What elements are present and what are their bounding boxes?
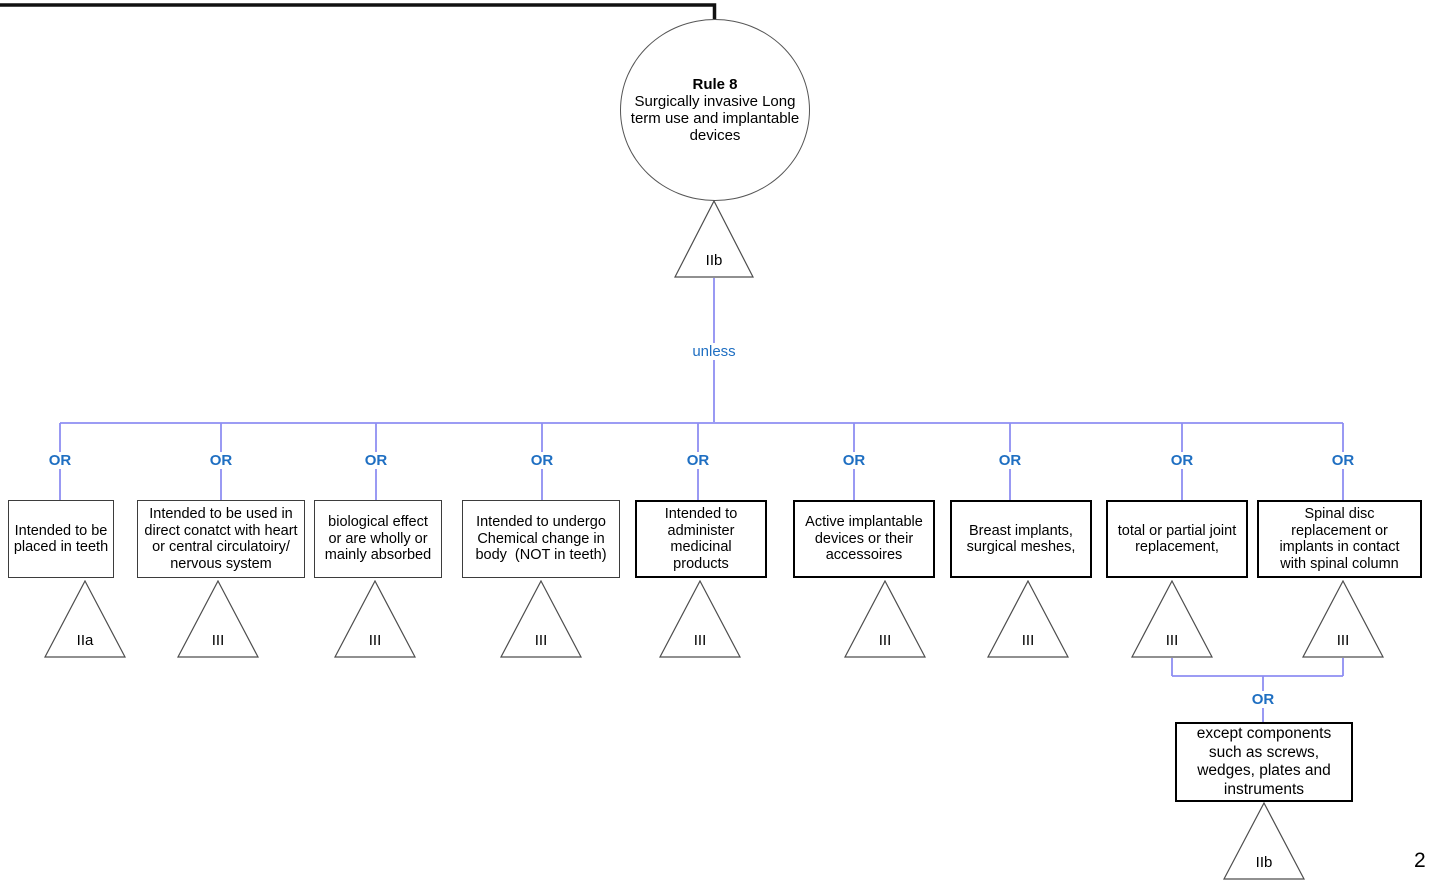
or-label-3: OR	[361, 452, 391, 469]
or-label-9: OR	[1328, 452, 1358, 469]
class-triangle-4: III	[500, 580, 582, 658]
branch-box-spinal-disc: Spinal disc replacement or implants in c…	[1257, 500, 1422, 578]
class-triangle-2: III	[177, 580, 259, 658]
rule-node: Rule 8 Surgically invasive Long term use…	[620, 19, 810, 201]
or-label-7: OR	[995, 452, 1025, 469]
class-label-7: III	[1021, 632, 1035, 649]
or-label-exception: OR	[1248, 691, 1278, 708]
class-triangle-8: III	[1131, 580, 1213, 658]
branch-box-placed-in-teeth: Intended to be placed in teeth	[8, 500, 114, 578]
or-label-6: OR	[839, 452, 869, 469]
page-number: 2	[1414, 849, 1426, 872]
rule-title: Rule 8	[692, 76, 738, 93]
branch-box-active-implantable: Active implantable devices or their acce…	[793, 500, 935, 578]
triangle-shape	[1302, 580, 1384, 658]
or-label-2: OR	[206, 452, 236, 469]
class-label-6: III	[878, 632, 892, 649]
branch-box-chemical-change: Intended to undergo Chemical change in b…	[462, 500, 620, 578]
triangle-shape	[987, 580, 1069, 658]
exception-class-label: IIb	[1255, 854, 1273, 871]
class-label-3: III	[368, 632, 382, 649]
class-triangle-3: III	[334, 580, 416, 658]
or-label-8: OR	[1167, 452, 1197, 469]
class-triangle-5: III	[659, 580, 741, 658]
or-label-4: OR	[527, 452, 557, 469]
triangle-shape	[674, 200, 754, 278]
or-label-5: OR	[683, 452, 713, 469]
branch-box-breast-implants: Breast implants, surgical meshes,	[950, 500, 1092, 578]
triangle-shape	[1131, 580, 1213, 658]
class-triangle-6: III	[844, 580, 926, 658]
triangle-shape	[334, 580, 416, 658]
incoming-connector	[0, 3, 717, 19]
rule-subtitle: Surgically invasive Long term use and im…	[630, 93, 800, 144]
branch-box-heart-cns-contact: Intended to be used in direct conatct wi…	[137, 500, 305, 578]
class-triangle-1: IIa	[44, 580, 126, 658]
class-label-2: III	[211, 632, 225, 649]
branch-box-administer-medicinal: Intended to administer medicinal product…	[635, 500, 767, 578]
class-label-9: III	[1336, 632, 1350, 649]
triangle-shape	[659, 580, 741, 658]
triangle-shape	[44, 580, 126, 658]
triangle-shape	[177, 580, 259, 658]
exception-box: except components such as screws, wedges…	[1175, 722, 1353, 802]
class-label-1: IIa	[76, 632, 94, 649]
class-triangle-7: III	[987, 580, 1069, 658]
class-label-8: III	[1165, 632, 1179, 649]
or-label-1: OR	[45, 452, 75, 469]
class-label-5: III	[693, 632, 707, 649]
branch-box-biological-effect: biological effect or are wholly or mainl…	[314, 500, 442, 578]
unless-label: unless	[689, 343, 739, 360]
triangle-shape	[500, 580, 582, 658]
triangle-shape	[1223, 802, 1305, 880]
exception-class-triangle: IIb	[1223, 802, 1305, 880]
root-class-label: IIb	[705, 252, 723, 269]
class-label-4: III	[534, 632, 548, 649]
triangle-shape	[844, 580, 926, 658]
root-class-triangle: IIb	[674, 200, 754, 278]
class-triangle-9: III	[1302, 580, 1384, 658]
branch-box-joint-replacement: total or partial joint replacement,	[1106, 500, 1248, 578]
